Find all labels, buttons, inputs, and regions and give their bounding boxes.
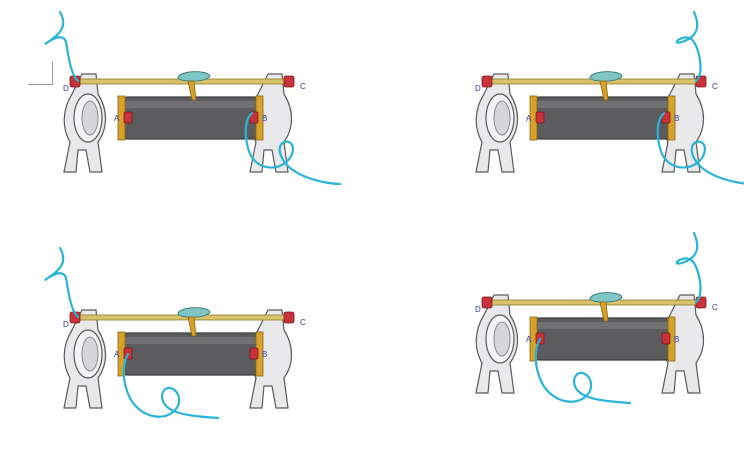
terminal-b — [661, 111, 671, 124]
label-b: B — [262, 114, 267, 123]
rheostat-panel-3: A B C D — [44, 246, 306, 420]
slider-knob — [589, 71, 623, 82]
label-c: C — [712, 303, 718, 312]
tube-opening — [493, 321, 511, 357]
label-b: B — [674, 335, 679, 344]
wire-a — [122, 352, 220, 420]
slider-contact — [599, 80, 609, 101]
rheostat-panel-4: A B C D — [475, 231, 718, 405]
terminal-a — [123, 111, 133, 124]
slider-contact — [599, 301, 609, 322]
slider-contact — [187, 316, 197, 337]
label-d: D — [475, 84, 481, 93]
terminal-b — [249, 347, 259, 360]
tube-opening — [493, 100, 511, 136]
terminal-d — [481, 75, 493, 88]
coil-highlight — [122, 101, 260, 108]
wire-d — [44, 10, 80, 83]
terminal-a — [535, 111, 545, 124]
slider-knob — [177, 71, 211, 82]
label-c: C — [712, 82, 718, 91]
terminal-b — [661, 332, 671, 345]
rheostat-panel-2: A B C D — [475, 10, 744, 185]
slider-knob — [589, 292, 623, 303]
wire-c — [675, 231, 702, 304]
wire-d — [44, 246, 80, 319]
wire-c — [675, 10, 702, 83]
label-c: C — [300, 318, 306, 327]
corner-crop-mark — [28, 62, 53, 85]
terminal-b — [249, 111, 259, 124]
tube-opening — [81, 336, 99, 372]
label-b: B — [674, 114, 679, 123]
wire-b — [656, 111, 744, 185]
label-a: A — [526, 114, 532, 123]
label-b: B — [262, 350, 267, 359]
slider-knob — [177, 307, 211, 318]
wire-a — [534, 337, 632, 405]
rheostat-panel-1: A B C D — [44, 10, 342, 186]
terminal-c — [283, 75, 295, 88]
label-d: D — [475, 305, 481, 314]
label-c: C — [300, 82, 306, 91]
coil-highlight — [534, 322, 672, 329]
label-d: D — [63, 84, 69, 93]
terminal-d — [481, 296, 493, 309]
slider-contact — [187, 80, 197, 101]
label-a: A — [114, 114, 120, 123]
label-d: D — [63, 320, 69, 329]
label-a: A — [526, 335, 532, 344]
tube-opening — [81, 100, 99, 136]
coil-highlight — [122, 337, 260, 344]
wire-b — [244, 111, 342, 186]
coil-highlight — [534, 101, 672, 108]
label-a: A — [114, 350, 120, 359]
terminal-c — [283, 311, 295, 324]
